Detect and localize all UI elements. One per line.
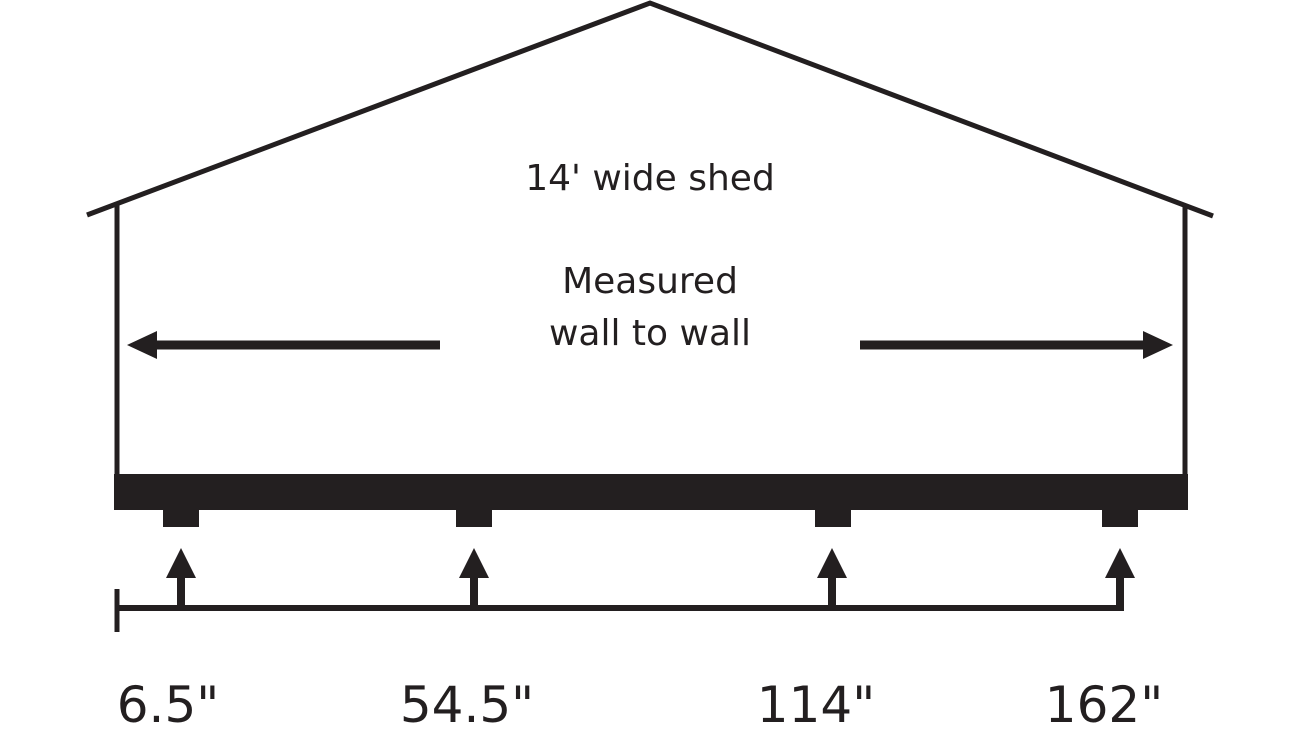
floor (114, 474, 1188, 510)
note-line-1: Measured (562, 261, 738, 302)
skid-block (815, 508, 851, 527)
note-line-2: wall to wall (549, 313, 751, 354)
right-arrow (860, 331, 1173, 359)
up-arrow (817, 548, 847, 608)
skid-block (456, 508, 492, 527)
roof-line (86, 0, 1214, 219)
measurement-label: 114" (757, 676, 875, 734)
shed-title: 14' wide shed (525, 158, 775, 199)
measurement-label: 6.5" (117, 676, 220, 734)
measurement-label: 162" (1045, 676, 1163, 734)
up-arrow (166, 548, 196, 608)
up-arrow (1105, 548, 1135, 611)
up-arrow (459, 548, 489, 608)
measurement-label: 54.5" (400, 676, 534, 734)
skid-block (163, 508, 199, 527)
left-arrow (127, 331, 440, 359)
skid-block (1102, 508, 1138, 527)
